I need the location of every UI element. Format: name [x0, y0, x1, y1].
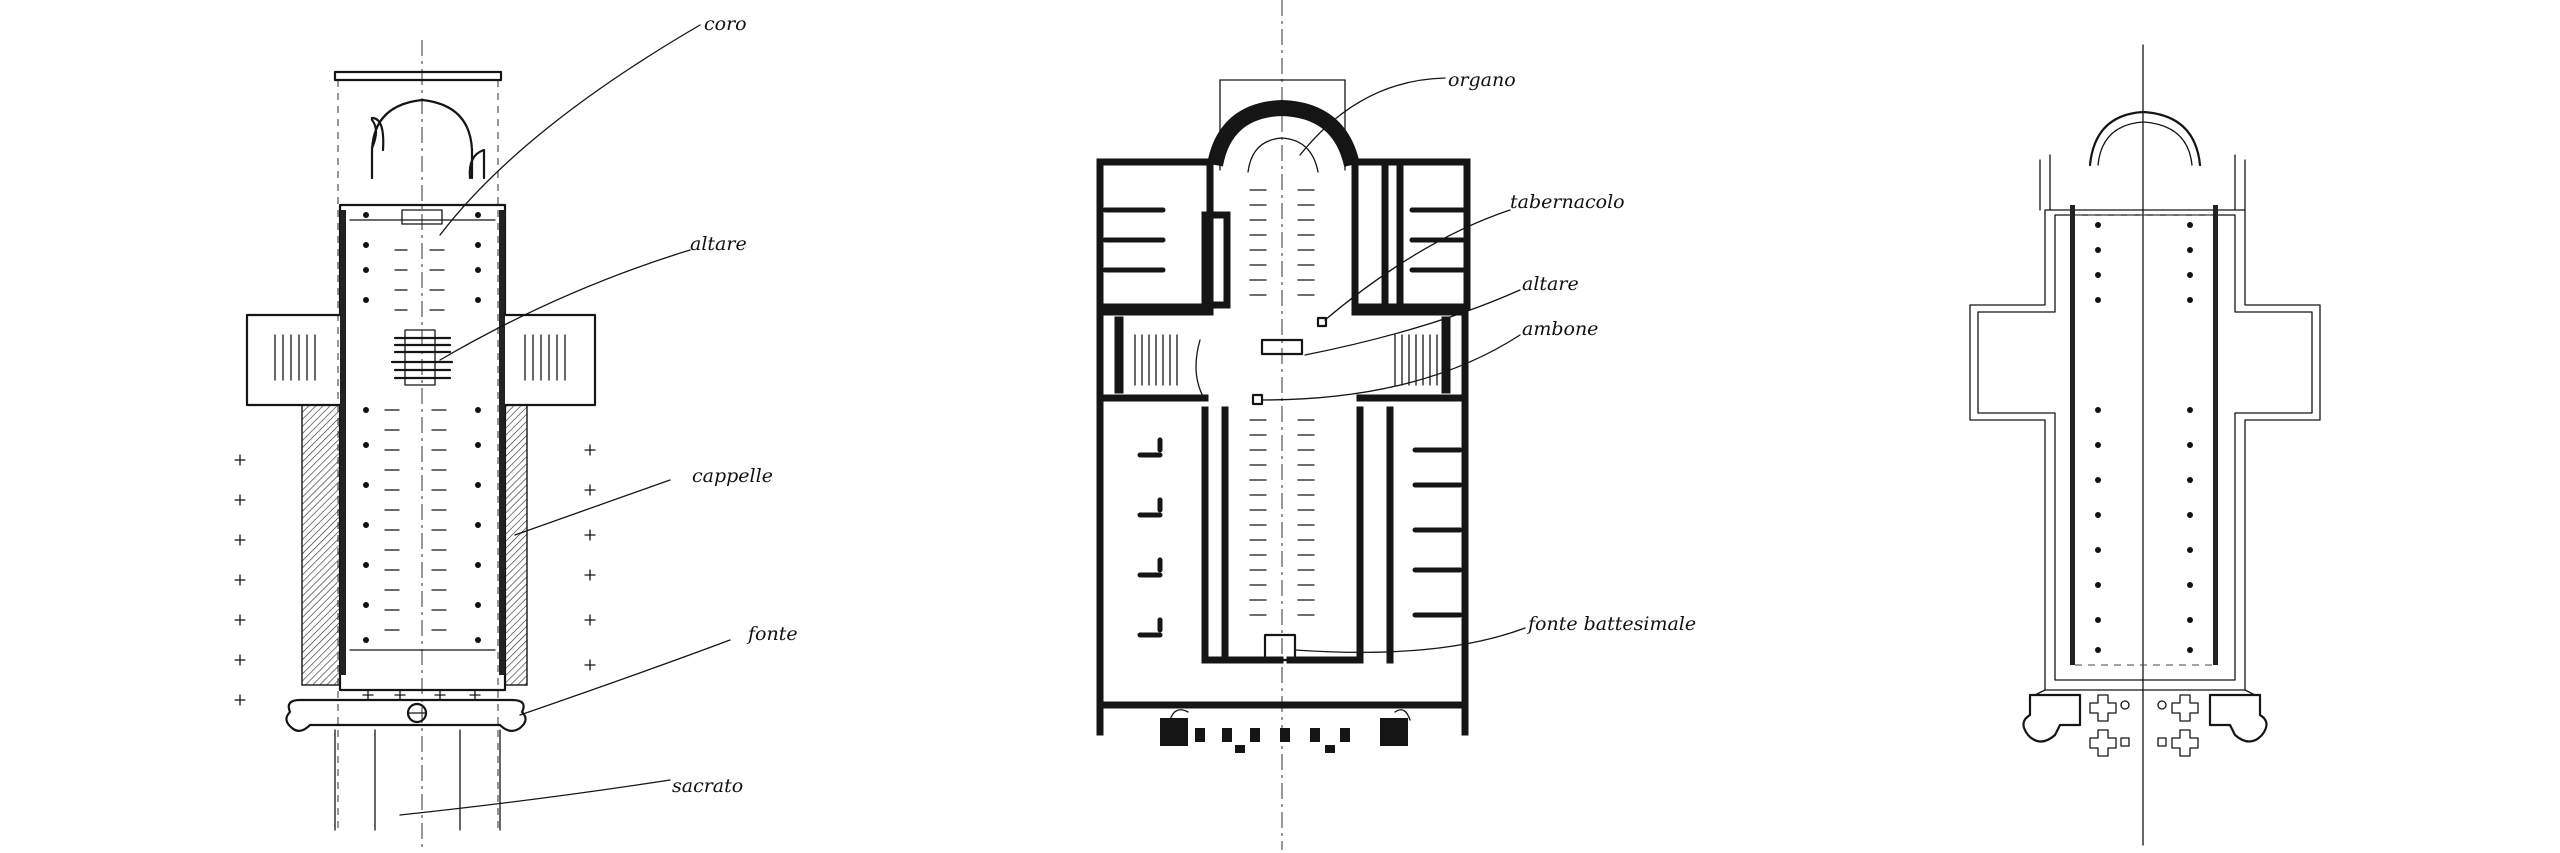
choir-bar: [333, 70, 503, 82]
chapels-wall-left: [301, 404, 341, 686]
plan-right-sketch: [1969, 44, 2321, 846]
ambo-middle: [1251, 393, 1264, 406]
portico-left: [285, 698, 527, 732]
tabernacle-middle: [1316, 316, 1328, 328]
label-sacrato: sacrato: [672, 775, 743, 797]
apse-right: [2088, 110, 2202, 167]
label-organo: organo: [1448, 69, 1516, 91]
altar-middle: [1260, 338, 1304, 356]
apse-middle: [1207, 99, 1360, 167]
plan-middle-sketch: organo tabernacolo altare ambone fonte b…: [1096, 0, 1696, 850]
portico-right-left-pier: [2022, 693, 2082, 743]
pews-middle: [1134, 189, 1438, 616]
nave-walls-middle: [1096, 306, 1469, 736]
pews-left: [384, 249, 447, 631]
apse: [370, 98, 474, 180]
cross-marks-left: [234, 444, 596, 706]
label-cappelle: cappelle: [692, 465, 773, 487]
label-altare: altare: [690, 233, 747, 255]
label-tabernacolo: tabernacolo: [1510, 191, 1625, 213]
columns-left: [363, 212, 481, 643]
plan-right-outline: [1969, 209, 2321, 691]
altar-left: [390, 329, 454, 386]
columns-right: [2095, 222, 2193, 653]
baptismal-font-middle: [1263, 633, 1297, 662]
plan-left-sketch: coro altare cappelle fonte sacrato: [234, 13, 798, 850]
side-block-top-left: [1096, 158, 1214, 311]
label-fonte-battesimale: fonte battesimale: [1526, 613, 1696, 635]
chapels-wall-right: [504, 404, 528, 686]
label-altare-middle: altare: [1522, 273, 1579, 295]
label-fonte: fonte: [746, 623, 798, 645]
label-ambone: ambone: [1522, 318, 1598, 340]
label-coro: coro: [704, 13, 747, 35]
plan-left-outline: [245, 203, 597, 692]
portico-middle: [1160, 718, 1408, 753]
